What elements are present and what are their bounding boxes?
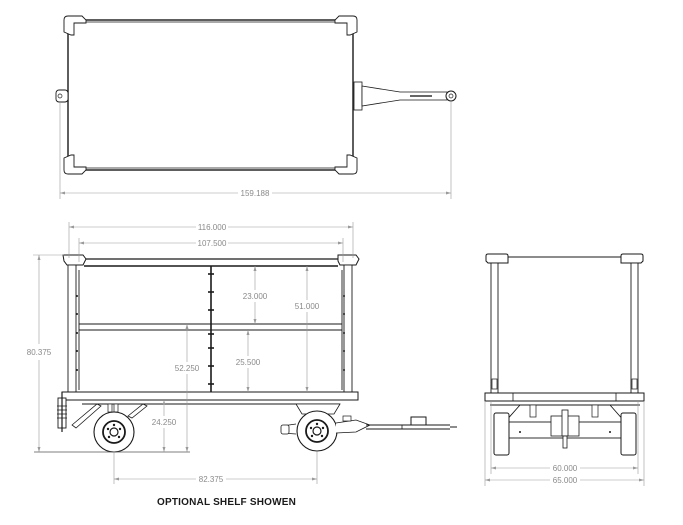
dim-label-116-000: 116.000 [198, 223, 227, 232]
dimension-shelf-height: 52.250 [175, 324, 200, 452]
dimension-overall-width: 65.000 [484, 401, 645, 486]
dim-label-107-500: 107.500 [198, 239, 227, 248]
dim-label-65-000: 65.000 [553, 476, 578, 485]
dim-label-25-500: 25.500 [236, 358, 261, 367]
dimension-outer-length: 116.000 [68, 222, 354, 258]
rear-jack-icon [57, 392, 67, 432]
side-view: 116.000 107.500 80.375 23.000 5 [27, 222, 457, 484]
dimension-interior-height: 51.000 [295, 266, 320, 392]
dim-label-24-250: 24.250 [152, 418, 177, 427]
front-wheel-icon [296, 410, 338, 452]
dim-label-80-375: 80.375 [27, 348, 52, 357]
dimension-upper-shelf: 23.000 [243, 266, 268, 324]
dim-label-159-188: 159.188 [241, 189, 270, 198]
dimension-inner-width: 60.000 [490, 401, 639, 474]
tow-bar [353, 81, 457, 111]
drawing-caption: OPTIONAL SHELF SHOWEN [157, 497, 297, 508]
dim-label-51-000: 51.000 [295, 302, 320, 311]
dimension-inner-length: 107.500 [78, 238, 344, 262]
dimension-overall-height: 80.375 [27, 254, 64, 452]
dimension-lower-shelf: 25.500 [236, 330, 261, 392]
top-view: 159.188 [55, 15, 457, 199]
dim-label-52-250: 52.250 [175, 364, 200, 373]
dimension-overall-length: 159.188 [59, 102, 452, 199]
dimension-wheelbase: 82.375 [113, 452, 318, 484]
corner-bracket-icon [334, 154, 358, 175]
rear-wheel-icon [93, 411, 135, 453]
dim-label-60-000: 60.000 [553, 464, 578, 473]
end-left-wheel-icon [493, 412, 510, 456]
end-view: 60.000 65.000 [484, 253, 645, 486]
corner-bracket-icon [63, 154, 87, 175]
dimension-deck-height: 24.250 [152, 400, 177, 452]
corner-bracket-icon [63, 15, 87, 36]
dim-label-23-000: 23.000 [243, 292, 268, 301]
end-right-wheel-icon [620, 412, 637, 456]
dim-label-82-375: 82.375 [199, 475, 224, 484]
corner-bracket-icon [334, 15, 358, 36]
